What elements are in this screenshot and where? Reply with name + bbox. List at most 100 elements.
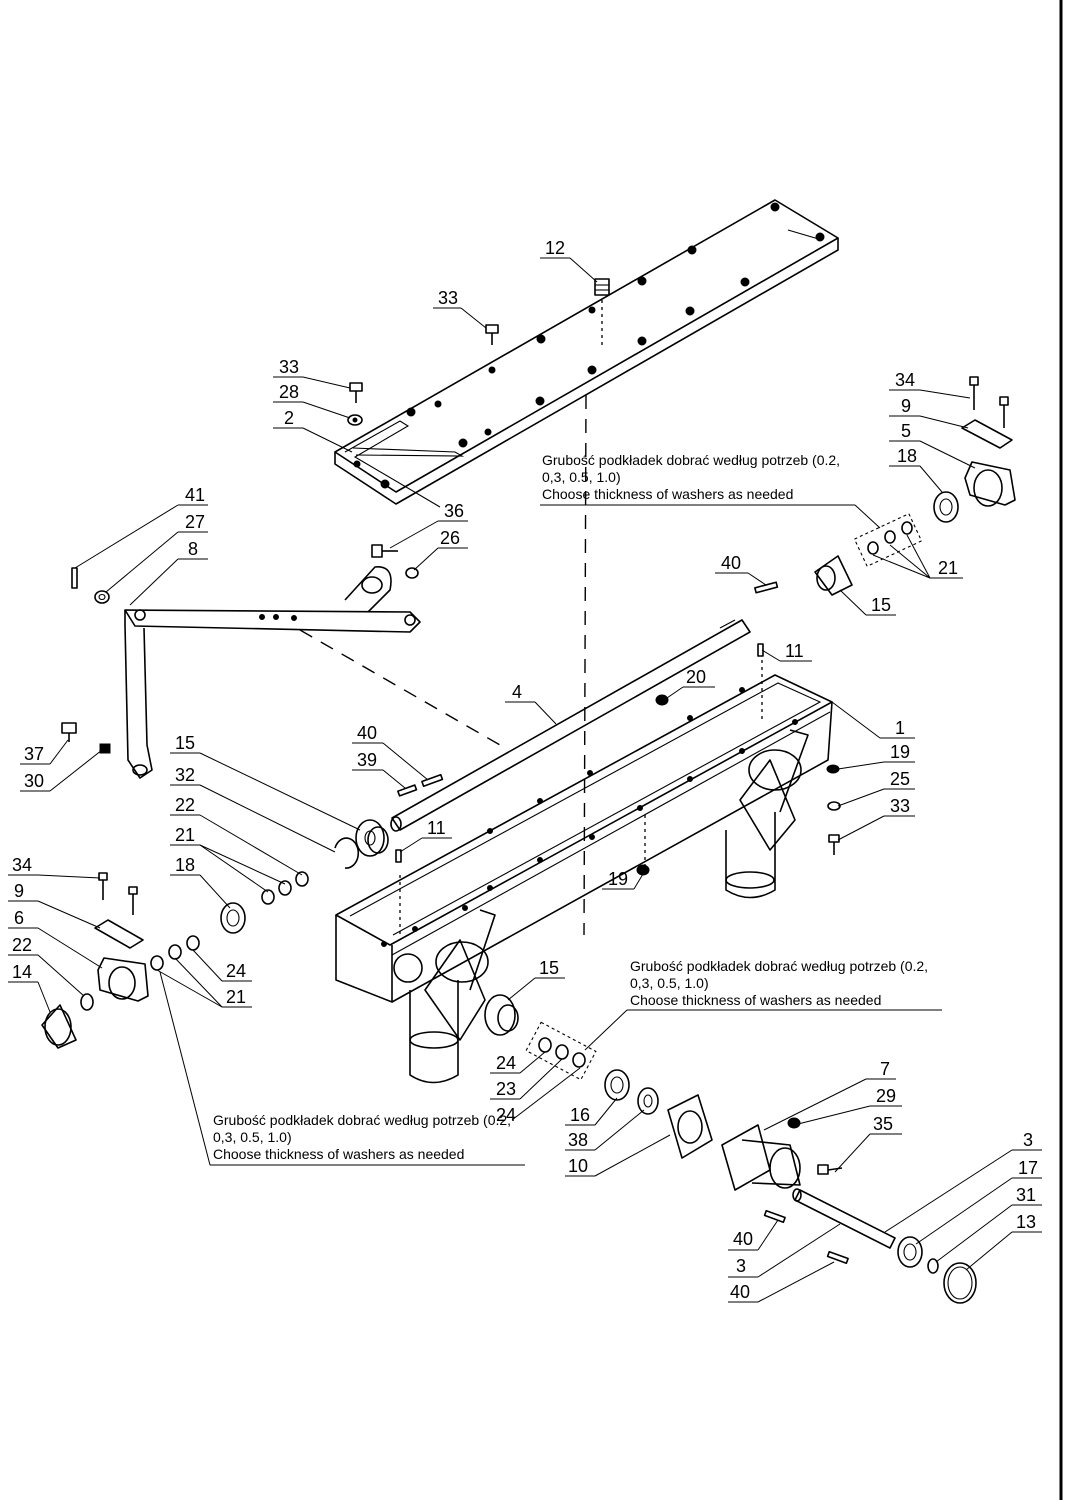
callout-3-top: 3 — [1023, 1130, 1033, 1150]
callout-1: 1 — [895, 718, 905, 738]
callout-31: 31 — [1016, 1185, 1036, 1205]
callout-19-top: 19 — [890, 742, 910, 762]
center-lines — [299, 300, 763, 936]
callout-36: 36 — [444, 501, 464, 521]
part-33-bolt-right — [828, 834, 840, 855]
note-bottom-line2: 0,3, 0.5, 1.0) — [213, 1129, 292, 1145]
callout-7: 7 — [880, 1059, 890, 1079]
callout-10: 10 — [568, 1156, 588, 1176]
part-29-nut — [787, 1117, 801, 1129]
part-41-pin — [71, 567, 78, 589]
part-15-gear-left — [355, 819, 389, 857]
callout-21-lower-left: 21 — [226, 987, 246, 1007]
callout-34-left: 34 — [12, 855, 32, 875]
callout-15-bottom: 15 — [539, 958, 559, 978]
callout-2: 2 — [284, 408, 294, 428]
part-19-nut-top — [826, 764, 840, 774]
callout-24-left: 24 — [226, 961, 246, 981]
callout-9-left: 9 — [14, 881, 24, 901]
part-38-seal — [637, 1087, 659, 1115]
part-7-flange-housing — [721, 1124, 801, 1191]
callout-25: 25 — [890, 769, 910, 789]
callout-27: 27 — [185, 512, 205, 532]
part-11-pin-left — [395, 849, 402, 863]
callout-40-left: 40 — [357, 723, 377, 743]
callout-23: 23 — [496, 1079, 516, 1099]
part-21-22-washers-left — [261, 871, 309, 905]
part-16-bearing — [604, 1069, 630, 1101]
part-11-pin-right — [757, 643, 764, 657]
part-24-23-washers-bottom — [525, 1021, 597, 1081]
part-32-circlip — [334, 837, 360, 869]
part-8-lever-arm — [124, 566, 421, 779]
note-bottom: Grubość podkładek dobrać według potrzeb … — [213, 1112, 511, 1162]
part-10-gasket — [667, 1094, 713, 1159]
part-3-drive-shaft — [792, 1188, 896, 1249]
callout-13: 13 — [1016, 1212, 1036, 1232]
part-28-washer — [347, 414, 363, 426]
note-middle: Grubość podkładek dobrać według potrzeb … — [630, 958, 928, 1008]
callout-38: 38 — [568, 1130, 588, 1150]
callout-15-right: 15 — [871, 595, 891, 615]
note-top-line2: 0,3, 0.5, 1.0) — [542, 469, 621, 485]
part-35-bolt — [817, 1164, 843, 1175]
callout-41: 41 — [185, 485, 205, 505]
part-40-key-top — [754, 581, 779, 594]
callout-labels: 12 33 33 28 2 41 27 8 36 26 34 9 5 18 21… — [12, 238, 1038, 1302]
part-33-bolt-left — [349, 382, 363, 403]
callout-30: 30 — [24, 771, 44, 791]
callout-40-lowest: 40 — [730, 1282, 750, 1302]
part-31-circlip — [927, 1258, 939, 1274]
callout-37: 37 — [24, 744, 44, 764]
callout-28: 28 — [279, 382, 299, 402]
callout-18-right: 18 — [897, 446, 917, 466]
callout-22-left: 22 — [175, 795, 195, 815]
callout-14: 14 — [12, 962, 32, 982]
part-36-bolt — [371, 544, 398, 558]
callout-20: 20 — [686, 667, 706, 687]
callout-21-left: 21 — [175, 825, 195, 845]
part-18-bearing-right — [933, 491, 959, 523]
note-top-line1: Grubość podkładek dobrać według potrzeb … — [542, 452, 840, 468]
part-17-bearing — [897, 1236, 923, 1268]
callout-29: 29 — [876, 1086, 896, 1106]
note-middle-line2: 0,3, 0.5, 1.0) — [630, 975, 709, 991]
callout-39: 39 — [357, 750, 377, 770]
callout-32: 32 — [175, 765, 195, 785]
callout-40-bottom: 40 — [733, 1229, 753, 1249]
callout-11-right: 11 — [785, 641, 804, 661]
part-9-plate-left — [94, 919, 144, 949]
callout-34-right: 34 — [895, 370, 915, 390]
part-26-washer — [405, 567, 419, 579]
part-19-nut-bottom — [636, 864, 650, 876]
callout-22-far-left: 22 — [12, 935, 32, 955]
callout-3-bottom: 3 — [736, 1256, 746, 1276]
part-2-top-cover-plate — [334, 199, 839, 508]
callout-12: 12 — [545, 238, 565, 258]
callout-11-left: 11 — [427, 818, 446, 838]
callout-16: 16 — [570, 1105, 590, 1125]
note-top: Grubość podkładek dobrać według potrzeb … — [542, 452, 840, 502]
callout-40-top: 40 — [721, 553, 741, 573]
note-top-line3: Choose thickness of washers as needed — [542, 486, 793, 502]
part-39-pin — [397, 784, 418, 797]
note-middle-line3: Choose thickness of washers as needed — [630, 992, 881, 1008]
part-15-gear-bottom — [484, 994, 519, 1036]
part-34-bolts-right — [969, 376, 1009, 428]
note-bottom-line1: Grubość podkładek dobrać według potrzeb … — [213, 1112, 511, 1128]
part-22-ring-left — [80, 993, 94, 1011]
callout-35: 35 — [873, 1114, 893, 1134]
callout-8: 8 — [188, 539, 198, 559]
callout-21-right: 21 — [938, 558, 958, 578]
part-24-21-washers-left — [150, 935, 200, 971]
part-40-key-left — [421, 773, 444, 788]
callout-33-left: 33 — [279, 357, 299, 377]
part-40-key-bottom — [763, 1209, 786, 1224]
part-15-bevel-gear-right — [814, 555, 853, 596]
callout-26: 26 — [440, 528, 460, 548]
callout-24-lower: 24 — [496, 1105, 516, 1125]
part-13-ring — [943, 1262, 977, 1304]
callout-24-bottom: 24 — [496, 1053, 516, 1073]
part-40-key-bottom-2 — [826, 1250, 849, 1265]
